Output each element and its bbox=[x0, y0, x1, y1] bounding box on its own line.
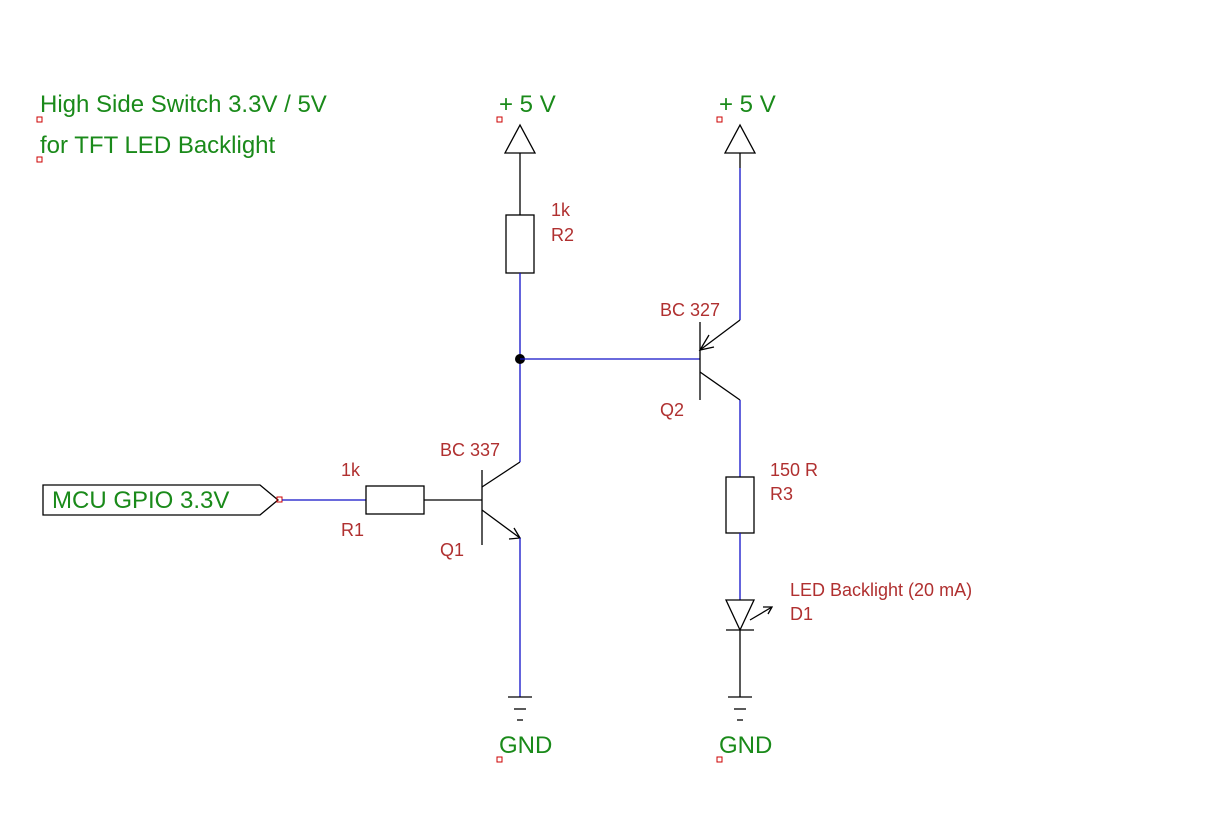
d1-value: LED Backlight (20 mA) bbox=[790, 580, 972, 600]
ground-right: GND bbox=[716, 696, 772, 763]
r3-ref: R3 bbox=[770, 484, 793, 504]
anchor-marker bbox=[36, 116, 43, 123]
anchor-marker bbox=[36, 156, 43, 163]
input-port-gpio: MCU GPIO 3.3V bbox=[42, 484, 283, 516]
anchor-marker bbox=[716, 116, 723, 123]
q2-type: BC 327 bbox=[660, 300, 720, 320]
resistor-body bbox=[725, 476, 755, 534]
r2-ref: R2 bbox=[551, 225, 574, 245]
supply-5v-left: + 5 V bbox=[496, 91, 556, 154]
transistor-q2: BC 327 Q2 bbox=[660, 300, 741, 420]
title-line-2: for TFT LED Backlight bbox=[40, 132, 276, 159]
supply-label: + 5 V bbox=[719, 91, 776, 118]
resistor-r2: 1k R2 bbox=[505, 200, 574, 274]
r2-value: 1k bbox=[551, 200, 571, 220]
ground-label: GND bbox=[719, 732, 772, 759]
q1-emitter bbox=[481, 509, 521, 539]
r3-value: 150 R bbox=[770, 460, 818, 480]
q1-collector bbox=[481, 461, 521, 488]
resistor-r1: 1k R1 bbox=[341, 460, 425, 540]
ground-left: GND bbox=[496, 696, 552, 763]
resistor-r3: 150 R R3 bbox=[725, 460, 818, 534]
q1-type: BC 337 bbox=[440, 440, 500, 460]
title-line-1: High Side Switch 3.3V / 5V bbox=[40, 91, 327, 118]
resistor-body bbox=[505, 214, 535, 274]
r1-value: 1k bbox=[341, 460, 361, 480]
q2-ref: Q2 bbox=[660, 400, 684, 420]
anchor-marker bbox=[496, 116, 503, 123]
port-label: MCU GPIO 3.3V bbox=[52, 487, 229, 514]
supply-label: + 5 V bbox=[499, 91, 556, 118]
ground-label: GND bbox=[499, 732, 552, 759]
q2-collector bbox=[699, 371, 741, 401]
d1-ref: D1 bbox=[790, 604, 813, 624]
schematic-title: High Side Switch 3.3V / 5V for TFT LED B… bbox=[36, 91, 327, 163]
anchor-marker bbox=[496, 756, 503, 763]
led-icon bbox=[724, 599, 756, 632]
r1-ref: R1 bbox=[341, 520, 364, 540]
q2-emitter bbox=[699, 319, 741, 351]
anchor-marker bbox=[716, 756, 723, 763]
port-shape bbox=[42, 484, 280, 516]
resistor-body bbox=[365, 485, 425, 515]
supply-5v-right: + 5 V bbox=[716, 91, 776, 154]
led-d1: LED Backlight (20 mA) D1 bbox=[724, 580, 972, 632]
emitter-arrow-icon bbox=[698, 334, 715, 351]
transistor-q1: BC 337 Q1 bbox=[440, 440, 522, 560]
supply-arrow-icon bbox=[723, 123, 757, 154]
supply-arrow-icon bbox=[503, 123, 537, 154]
q1-ref: Q1 bbox=[440, 540, 464, 560]
light-ray-icon bbox=[749, 606, 773, 621]
